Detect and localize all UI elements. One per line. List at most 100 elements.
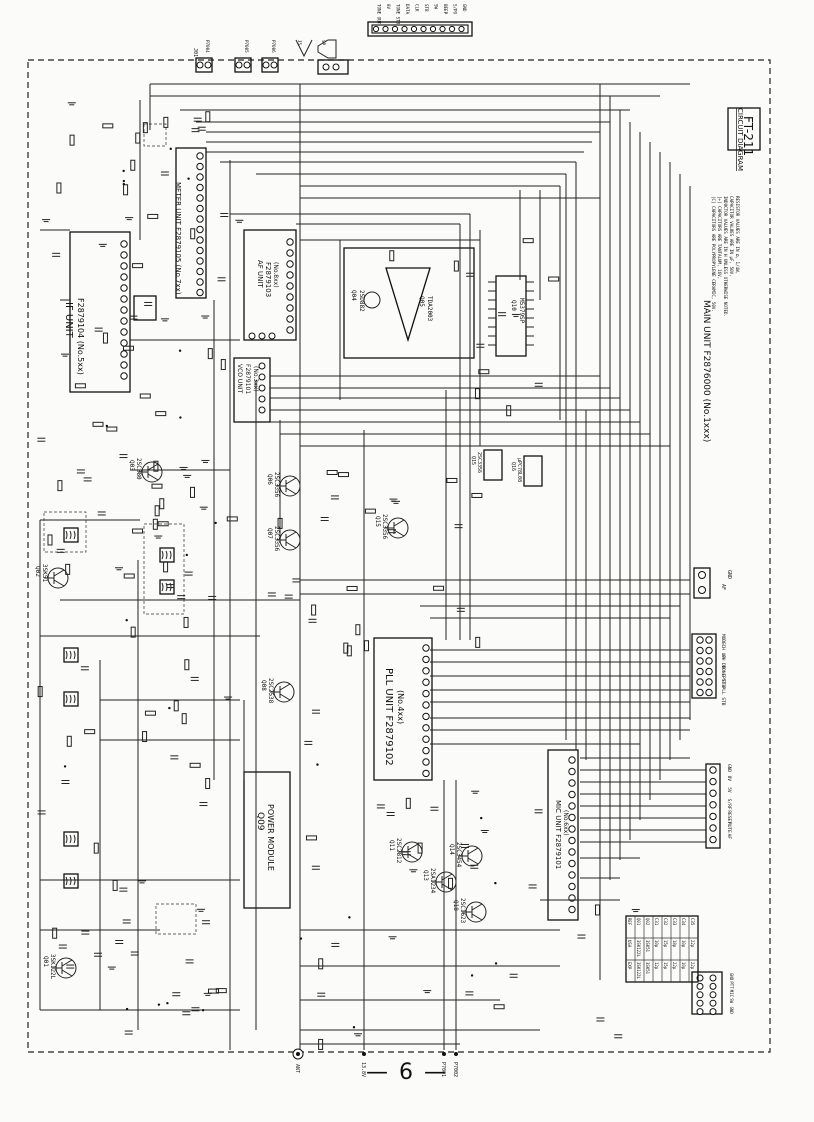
- resistor: [548, 276, 560, 282]
- junction-dot: [214, 521, 217, 525]
- transistor-ref: Q13: [422, 870, 429, 881]
- parts-table-cell: 3SK51: [645, 940, 650, 953]
- pll-unit-sub: (No.4xx): [396, 690, 405, 724]
- afPins-pin: [286, 238, 294, 246]
- right-d-label: GND: [729, 1007, 734, 1015]
- af-unit-part: F2879103: [264, 262, 272, 297]
- resistor: [57, 480, 63, 492]
- right-a-label-0: GND: [726, 570, 732, 579]
- jack-label: P7006: [271, 40, 276, 53]
- pllPins-pin: [422, 701, 430, 709]
- top-header-label: DATA: [405, 4, 410, 15]
- top-header-label: TONE OUT: [377, 4, 382, 25]
- top-header-label: STB: [424, 4, 429, 12]
- vco-unit-block: VCO UNIT F2879101 (No.3xx): [233, 357, 271, 423]
- jack-j01: J01: [192, 48, 213, 73]
- ant-label: ANT: [294, 1064, 300, 1073]
- right-b-label: TONE STB: [720, 666, 726, 688]
- transistor-ref: Q02: [34, 566, 41, 577]
- q10-ref: Q10: [510, 300, 517, 311]
- resistor: [93, 842, 99, 854]
- resistor: [417, 842, 423, 854]
- right-b-pin: [696, 657, 704, 665]
- resistor: [154, 505, 160, 517]
- top-header-label: SW: [434, 4, 439, 10]
- resistor: [112, 879, 118, 891]
- resistor: [183, 616, 189, 628]
- right-d-label: PTT: [729, 981, 734, 989]
- resistor: [453, 260, 459, 272]
- right-c-pin: [709, 812, 717, 821]
- mic-unit-block: MIC UNIT F2879101 (No.6xx): [547, 749, 579, 921]
- resistor: [364, 508, 376, 514]
- resistor: [346, 585, 358, 591]
- resistor: [318, 958, 324, 970]
- resistor: [506, 405, 512, 417]
- coil: [63, 527, 79, 543]
- resistor: [130, 159, 136, 171]
- resistor: [74, 383, 86, 389]
- junction-dot: [157, 1003, 161, 1006]
- resistor: [142, 122, 148, 134]
- transistor-part: 3SK51: [41, 564, 48, 582]
- title-block: FT-211 CIRCUIT DIAGRAM: [727, 107, 761, 171]
- bottom-label-0: 13.8V: [360, 1062, 366, 1077]
- transistor-part: 2SC3356: [273, 526, 280, 552]
- af-unit-pin: [248, 332, 256, 340]
- afPins-pin: [286, 271, 294, 279]
- power-module-ref: Q09: [255, 812, 265, 831]
- ifPins-pin: [120, 350, 128, 358]
- regulator-q17: Q16 μPC78L08: [510, 455, 543, 487]
- parts-table-cell: 3SK122L: [636, 962, 641, 979]
- resistor: [123, 573, 135, 579]
- right-connector-a: GND AF: [693, 567, 732, 599]
- meterPins-pin: [196, 183, 204, 192]
- resistor: [159, 498, 165, 510]
- ifPins-pin: [120, 273, 128, 281]
- main-unit-label: MAIN UNIT F2876000 (No.1xxx): [701, 300, 711, 442]
- right-d-pin: [696, 1008, 704, 1016]
- note-line: [+] CAPACITORS ARE TANTALUM, 16V,: [717, 196, 722, 279]
- right-a-label-1: AF: [720, 584, 726, 590]
- junction-dot: [178, 349, 182, 352]
- pllPins-pin: [422, 769, 430, 778]
- right-d-label: GND: [729, 973, 734, 981]
- right-c-label: GND: [726, 764, 732, 772]
- pllPins-pin: [422, 644, 430, 652]
- right-b-pin: [696, 636, 704, 644]
- pllPins-pin: [422, 724, 430, 732]
- meterPins-pin: [196, 162, 204, 171]
- sheet-title: FT-211: [741, 116, 755, 156]
- transistor-ref: Q11: [388, 840, 395, 851]
- junction-dot: [494, 881, 497, 885]
- page-number: — 6 —: [366, 1060, 448, 1085]
- bottom-label-2: P7002: [452, 1062, 458, 1077]
- af-unit-pin: [258, 332, 266, 340]
- transistor-part: 3SK122L: [49, 954, 56, 980]
- af-unit-label: AF UNIT: [256, 260, 264, 288]
- resistor: [106, 426, 118, 432]
- junction-dot: [179, 416, 182, 419]
- junction-dot: [169, 147, 172, 151]
- resistor: [522, 238, 534, 244]
- speaker-icon: [295, 39, 349, 75]
- micPins-pin: [568, 882, 576, 891]
- top-header-label: TONE STB: [396, 4, 401, 25]
- coil: [63, 691, 79, 707]
- top-header-pin: [420, 25, 427, 33]
- resistor: [142, 731, 148, 743]
- jack-label: J5: [297, 40, 302, 46]
- resistor: [346, 645, 352, 657]
- vco-unit-part: F2879101: [244, 364, 251, 394]
- parts-table-cell: 22p: [690, 940, 695, 948]
- afPins-pin: [286, 282, 294, 290]
- resistor: [311, 604, 317, 616]
- meterPins-pin: [196, 215, 204, 223]
- micPins-pin: [568, 905, 576, 914]
- bus-wiring: [39, 83, 706, 1050]
